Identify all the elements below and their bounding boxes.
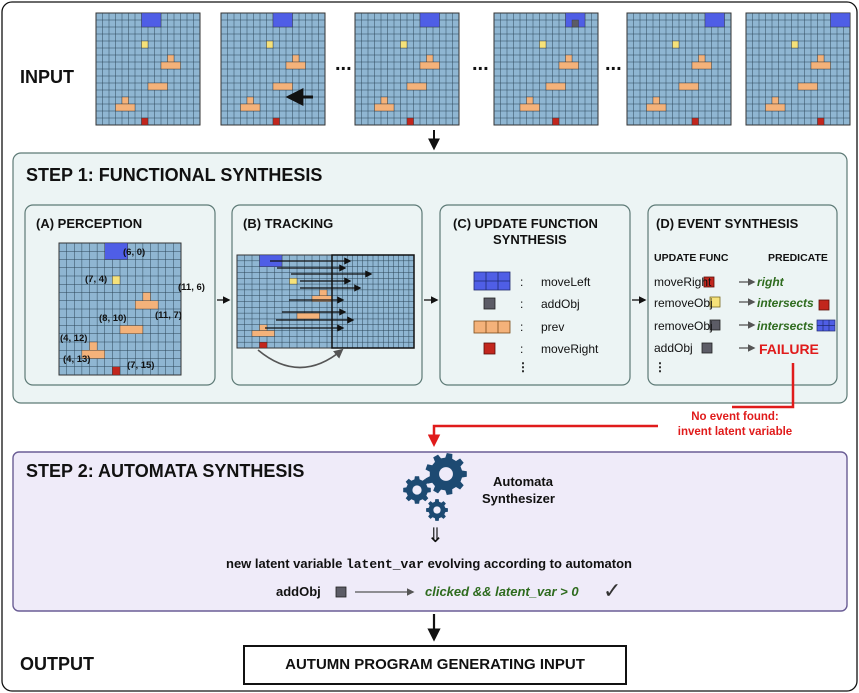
input-frame [220, 12, 326, 126]
gears-icon [403, 453, 467, 521]
ellipsis-1: ... [335, 53, 352, 75]
event-more: ⋮ [654, 360, 666, 374]
update-icons [473, 271, 511, 355]
double-arrow-icon: ⇓ [427, 525, 444, 547]
update-colon: : [520, 275, 524, 289]
event-icons [701, 276, 836, 354]
red-square-icon [483, 342, 496, 355]
input-frame [626, 12, 732, 126]
output-box [243, 645, 627, 685]
col-update-func: UPDATE FUNC [654, 252, 729, 264]
failure-note-line1: No event found: [691, 411, 779, 423]
update-colon: : [520, 297, 524, 311]
event-predicate: intersects [757, 319, 814, 333]
result-predicate: clicked && latent_var > 0 [425, 584, 579, 599]
event-func: addObj [654, 341, 693, 355]
event-func: removeObj [654, 296, 713, 310]
update-fn-name: prev [541, 320, 565, 334]
update-fn-name: addObj [541, 297, 580, 311]
coord-label: (4, 13) [63, 354, 91, 365]
update-title-line1: (C) UPDATE FUNCTION [453, 216, 598, 231]
update-colon: : [520, 320, 524, 334]
result-gray-square [335, 586, 347, 598]
result-func: addObj [276, 584, 321, 599]
event-predicate: intersects [757, 296, 814, 310]
output-label: OUTPUT [20, 654, 94, 674]
failure-path-to-step2 [427, 424, 658, 447]
check-icon: ✓ [603, 578, 622, 603]
latent-post: evolving according to automaton [423, 556, 632, 571]
perception-grid [58, 242, 182, 376]
event-func: moveRight [654, 275, 712, 289]
failure-label: FAILURE [759, 341, 819, 357]
col-predicate: PREDICATE [768, 252, 828, 264]
blue-block-icon [473, 271, 511, 291]
update-colon: : [520, 342, 524, 356]
tracking-title: (B) TRACKING [243, 216, 334, 231]
orange-bar-icon [473, 320, 511, 334]
event-func: removeObj [654, 319, 713, 333]
output-box-label: AUTUMN PROGRAM GENERATING INPUT [285, 656, 585, 673]
step2-title: STEP 2: AUTOMATA SYNTHESIS [26, 461, 305, 481]
coord-label: (11, 7) [155, 310, 182, 321]
failure-note-line2: invent latent variable [677, 426, 793, 438]
latent-code: latent_var [345, 557, 424, 572]
synth-line1: Automata [493, 474, 553, 489]
step1-box [12, 152, 848, 404]
event-title: (D) EVENT SYNTHESIS [656, 216, 799, 231]
ellipsis-2: ... [472, 53, 489, 75]
coord-label: (4, 12) [60, 333, 88, 344]
input-label: INPUT [20, 67, 74, 87]
update-fn-name: moveRight [541, 342, 599, 356]
update-fn-name: moveLeft [541, 275, 591, 289]
gray-square-icon [483, 297, 496, 310]
step2-box [12, 451, 848, 612]
tracking-grid-b [331, 254, 415, 349]
update-more: ⋮ [517, 360, 529, 374]
latent-sentence: new latent variable latent_var evolving … [226, 556, 632, 572]
coord-label: (7, 15) [127, 360, 155, 371]
update-title-line2: SYNTHESIS [493, 232, 567, 247]
synth-line2: Synthesizer [482, 491, 555, 506]
event-panel [647, 204, 838, 386]
latent-pre: new latent variable [226, 556, 346, 571]
failure-note: No event found: invent latent variable [660, 410, 810, 440]
input-frame [354, 12, 460, 126]
failure-path-down [732, 363, 795, 409]
input-frame [745, 12, 851, 126]
coord-label: (8, 10) [99, 313, 127, 324]
coord-label: (6, 0) [123, 247, 146, 258]
coord-label: (7, 4) [85, 274, 108, 285]
perception-title: (A) PERCEPTION [36, 216, 143, 231]
event-predicate: right [757, 275, 784, 289]
input-frame [493, 12, 599, 126]
coord-label: (11, 6) [178, 282, 205, 293]
input-frame [95, 12, 201, 126]
ellipsis-3: ... [605, 53, 622, 75]
update-panel [439, 204, 631, 386]
step1-title: STEP 1: FUNCTIONAL SYNTHESIS [26, 165, 323, 185]
